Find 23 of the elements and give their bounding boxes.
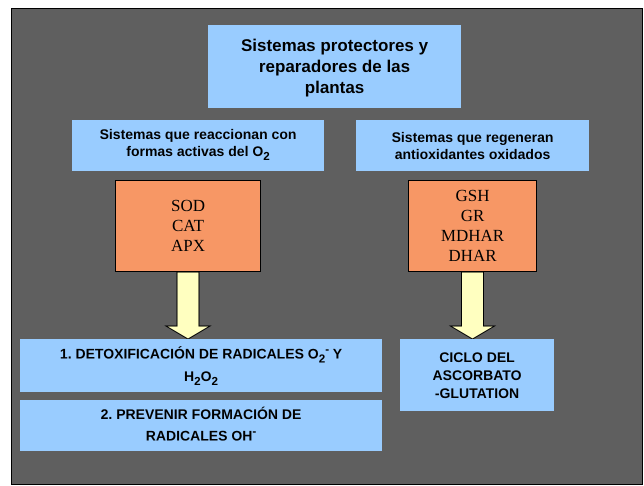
label-box <box>72 120 324 171</box>
enzyme-name: DHAR <box>448 246 497 266</box>
label-box <box>20 400 382 451</box>
block-arrow <box>448 272 496 340</box>
box-text: Sistemas que regeneran antioxidantes oxidados <box>390 128 554 162</box>
box-text: CICLO DEL ASCORBATO -GLUTATION <box>432 348 522 402</box>
enzyme-name: SOD <box>170 196 205 216</box>
box-text: 1. DETOXIFICACIÓN DE RADICALES O$_{2}$$^{-}$ Y H$_{2}$O$_{2}$ <box>58 342 344 390</box>
box-text: 2. PREVENIR FORMACIÓN DE RADICALES OH$^{-}$ <box>100 406 302 445</box>
enzyme-name: CAT <box>172 216 204 236</box>
enzyme-box <box>115 180 261 272</box>
label-box <box>208 25 461 108</box>
label-box <box>356 120 589 171</box>
label-box <box>20 339 382 392</box>
box-text: Sistemas que reaccionan con formas activas del O$_{2}$ <box>98 126 298 165</box>
block-arrow <box>164 272 212 340</box>
enzyme-name: MDHAR <box>440 226 504 246</box>
label-box <box>400 339 554 411</box>
enzyme-name: APX <box>170 236 205 256</box>
box-text: Sistemas protectores y reparadores de las plantas <box>240 35 430 98</box>
enzyme-name: GR <box>460 206 484 226</box>
enzyme-box <box>408 180 537 272</box>
enzyme-name: GSH <box>455 186 490 206</box>
